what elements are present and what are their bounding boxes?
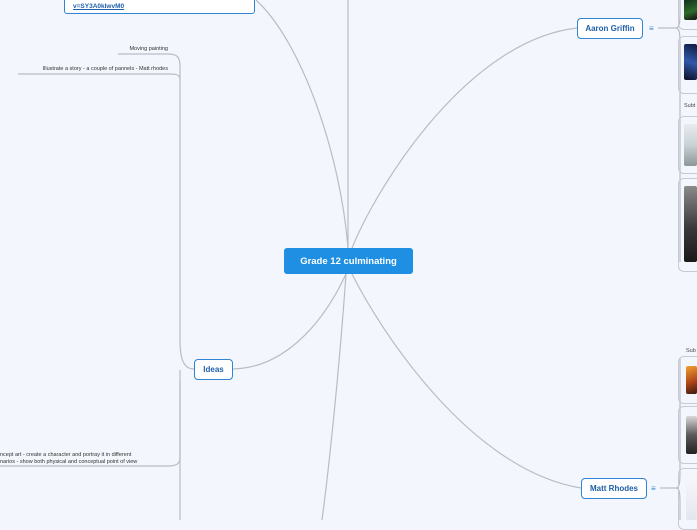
aaron-card-2 — [678, 36, 697, 94]
idea-illustrate-story[interactable]: Illustrate a story - a couple of pannels… — [42, 66, 168, 72]
link-topic[interactable]: v=SY3A0kIwvM0 — [64, 0, 255, 14]
branch-ideas[interactable]: Ideas — [194, 359, 233, 380]
idea-concept-art-line1[interactable]: ncept art - create a character and portr… — [0, 452, 132, 458]
aaron-card-3 — [678, 116, 697, 174]
aaron-subtopic-label: Subt — [684, 103, 696, 109]
aaron-thumbnail-4[interactable] — [684, 186, 697, 262]
connector-central-link — [255, 0, 349, 249]
aaron-card-1 — [678, 0, 697, 30]
branch-aaron-griffin[interactable]: Aaron Griffin — [577, 18, 643, 39]
matt-card-1 — [678, 356, 697, 404]
aaron-card-4 — [678, 178, 697, 272]
aaron-thumbnail-1[interactable] — [684, 0, 697, 20]
link-topic-url[interactable]: v=SY3A0kIwvM0 — [73, 3, 125, 10]
connector-ideas-trunk — [118, 53, 195, 370]
matt-subtopic-label: Sub — [686, 348, 696, 354]
hamburger-menu-icon[interactable]: ≡ — [651, 484, 656, 493]
matt-thumbnail-2[interactable] — [686, 416, 697, 454]
idea-moving-painting[interactable]: Moving painting — [129, 46, 168, 52]
idea-concept-art-line2[interactable]: narios - show both physical and conceptu… — [0, 459, 138, 465]
connector-ideas-item2 — [18, 73, 181, 81]
aaron-thumbnail-3[interactable] — [684, 124, 697, 166]
aaron-thumbnail-2[interactable] — [684, 44, 697, 80]
connector-aaron-down — [675, 27, 681, 262]
connector-central-bottom — [321, 273, 347, 520]
central-topic[interactable]: Grade 12 culminating — [284, 248, 413, 274]
matt-card-2 — [678, 406, 697, 464]
connector-matt-down — [675, 487, 681, 520]
matt-thumbnail-3[interactable] — [686, 476, 697, 520]
connector-central-aaron — [351, 27, 578, 249]
matt-thumbnail-1[interactable] — [686, 366, 697, 394]
connector-central-ideas — [232, 273, 347, 370]
connector-central-matt — [351, 273, 582, 489]
branch-matt-rhodes[interactable]: Matt Rhodes — [581, 478, 647, 499]
hamburger-menu-icon[interactable]: ≡ — [649, 24, 654, 33]
